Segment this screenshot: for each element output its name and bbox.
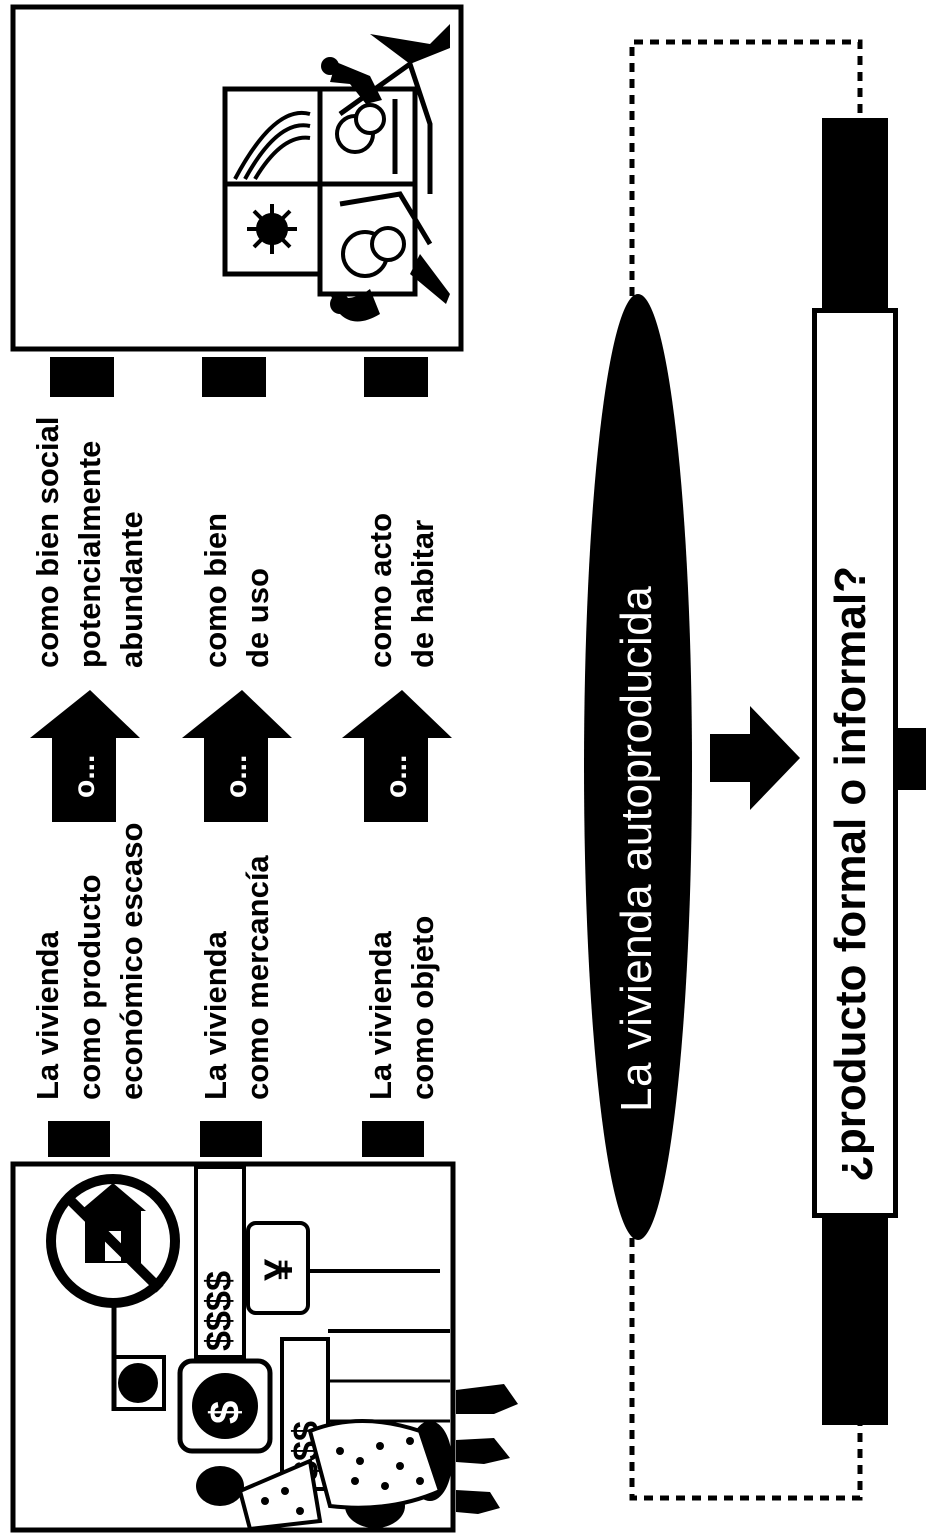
central-label: La vivienda autoproducida (612, 585, 661, 1112)
no-house-sign-icon (46, 1174, 180, 1411)
connector-bar-right-1 (50, 357, 114, 397)
arrow-text-row-3: o... (380, 754, 413, 798)
arrow-text-row-1: o... (68, 754, 101, 798)
row-2-right-line-2: de uso (240, 568, 275, 668)
arrow-text-row-2: o... (220, 754, 253, 798)
connector-bar-left-1 (48, 1121, 110, 1157)
row-1-right-line-3: abundante (114, 511, 149, 668)
row-3-left-label: La vivienda como objeto (360, 916, 444, 1100)
dollar-sign-post-icon: $$$$ (194, 1165, 246, 1359)
arrow-icon-row-3 (342, 690, 452, 822)
row-3-left-line-2: como objeto (405, 915, 440, 1100)
connector-bar-left-3 (362, 1121, 424, 1157)
money-crowd-illustration: $$$$ ¥ $$$ $ (10, 1161, 456, 1533)
connector-bar-left-2 (200, 1121, 262, 1157)
question-box (812, 308, 898, 1218)
row-2-right-line-1: como bien (198, 512, 233, 668)
row-3-right-label: como acto de habitar (360, 513, 444, 668)
builder-figure-icon (321, 24, 450, 322)
row-1-right-label: como bien social potencialmente abundant… (27, 416, 153, 668)
sun-icon (247, 204, 297, 254)
dashed-frame (628, 38, 864, 1502)
right-arrow-icon (710, 706, 800, 810)
row-2-left-line-2: como mercancía (240, 855, 275, 1100)
sign-text-yen: ¥ (257, 1258, 301, 1281)
arrow-icon-row-2 (182, 690, 292, 822)
row-2-right-label: como bien de uso (195, 513, 279, 668)
question-post-top (822, 118, 888, 318)
row-1-left-line-2: como producto (72, 874, 107, 1100)
row-1-left-label: La vivienda como producto económico esca… (27, 823, 153, 1100)
row-1-right-line-2: potencialmente (72, 440, 107, 668)
sign-text-dollar: $ (201, 1401, 248, 1424)
question-notch (898, 728, 926, 790)
big-dollar-sign-icon: $ (177, 1358, 273, 1454)
family-building-illustration (10, 4, 464, 352)
rainbow-icon (233, 110, 311, 181)
question-label: ¿producto formal o informal? (826, 566, 875, 1182)
row-1-right-line-1: como bien social (30, 416, 65, 668)
yen-sign-post-icon: ¥ (246, 1221, 440, 1315)
feet-outside-icon (454, 1380, 524, 1530)
arrow-icon-row-1 (30, 690, 140, 822)
row-1-left-line-1: La vivienda (30, 931, 65, 1100)
row-3-right-line-2: de habitar (405, 519, 440, 668)
question-post-bottom (822, 1215, 888, 1425)
row-3-right-line-1: como acto (363, 512, 398, 668)
row-1-left-line-3: económico escaso (114, 822, 149, 1100)
row-3-left-line-1: La vivienda (363, 931, 398, 1100)
connector-bar-right-3 (364, 357, 428, 397)
sign-text-dollars4: $$$$ (198, 1271, 239, 1351)
crowd-people-icon (196, 1419, 452, 1532)
row-2-left-label: La vivienda como mercancía (195, 855, 279, 1100)
row-2-left-line-1: La vivienda (198, 931, 233, 1100)
connector-bar-right-2 (202, 357, 266, 397)
central-ellipse (582, 292, 694, 1242)
